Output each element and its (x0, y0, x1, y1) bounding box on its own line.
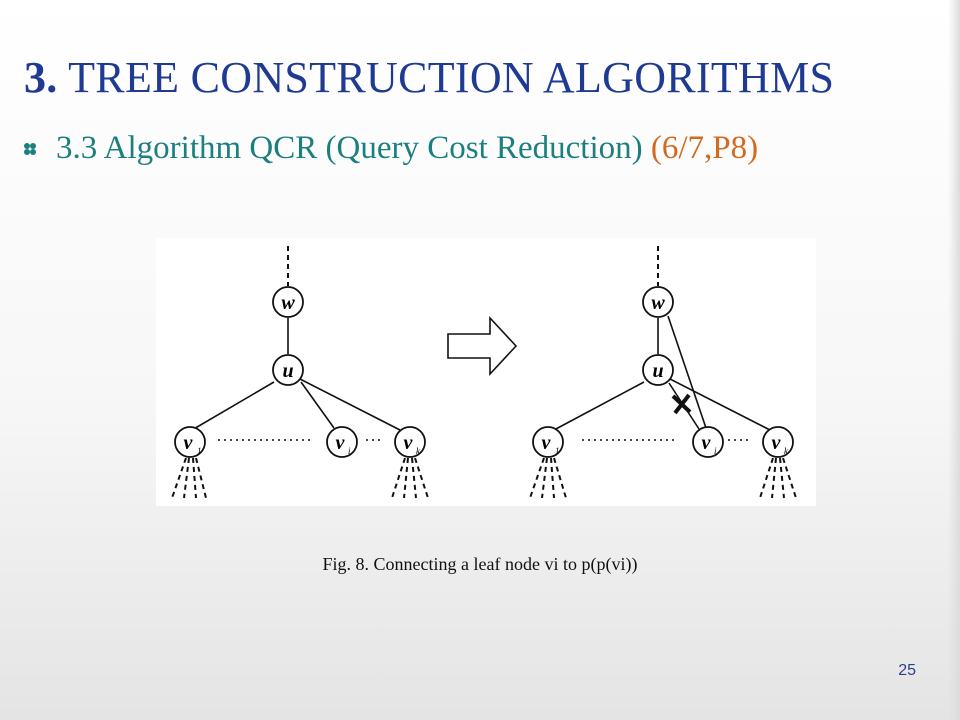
node-w-after: w (642, 286, 674, 318)
subtitle: 3.3 Algorithm QCR (Query Cost Reduction)… (56, 130, 758, 167)
page-number: 25 (898, 662, 916, 679)
node-vk-label-after: v (772, 432, 782, 454)
node-vi-subscript-after: i (714, 446, 717, 456)
node-u-label-after: u (652, 360, 663, 382)
node-v1-subscript-after: 1 (555, 446, 560, 456)
node-vk-subscript: k (416, 446, 421, 456)
node-u-label: u (282, 360, 293, 382)
node-v1-before: v 1 (174, 426, 206, 458)
node-u-after: u (642, 354, 674, 386)
subtitle-reference: (6/7,P8) (650, 130, 759, 166)
node-vi-subscript: i (348, 446, 351, 456)
title-number: 3. (24, 53, 58, 102)
node-v1-after: v 1 (532, 426, 564, 458)
node-w-label: w (281, 292, 295, 314)
tree-diagram-figure: .edge { stroke: #111; stroke-width: 1.6;… (156, 238, 816, 506)
bullet-point: 3.3 Algorithm QCR (Query Cost Reduction)… (22, 130, 758, 167)
node-w-before: w (272, 286, 304, 318)
tree-after: w u v 1 v i v k (529, 246, 797, 499)
node-vk-before: v k (394, 426, 426, 458)
node-vk-subscript-after: k (784, 446, 789, 456)
vk-subtree-edges-after (759, 457, 797, 499)
node-v1-label: v (184, 432, 194, 454)
title-text: TREE CONSTRUCTION ALGORITHMS (68, 53, 835, 102)
right-arrow-icon (447, 315, 518, 377)
slide-title: 3. TREE CONSTRUCTION ALGORITHMS (24, 52, 834, 103)
node-vk-after: v k (762, 426, 794, 458)
slide-edge-shadow (948, 0, 960, 720)
node-vi-label: v (336, 432, 346, 454)
cross-mark-icon (671, 393, 692, 415)
node-u-before: u (272, 354, 304, 386)
node-vi-after: v i (692, 426, 724, 458)
subtitle-main: 3.3 Algorithm QCR (Query Cost Reduction) (56, 130, 651, 166)
v1-subtree-edges (171, 457, 207, 499)
node-vi-before: v i (326, 426, 358, 458)
v1-subtree-edges-after (529, 457, 567, 499)
tree-before: w u v 1 v i v k (171, 246, 429, 499)
node-vk-label: v (404, 432, 414, 454)
tree-diagram: .edge { stroke: #111; stroke-width: 1.6;… (171, 246, 797, 499)
diamond-bullet-icon (24, 142, 36, 155)
node-w-label-after: w (651, 292, 665, 314)
node-vi-label-after: v (702, 432, 712, 454)
vk-subtree-edges (391, 457, 429, 499)
figure-caption: Fig. 8. Connecting a leaf node vi to p(p… (322, 554, 638, 574)
node-v1-subscript: 1 (197, 446, 202, 456)
node-v1-label-after: v (542, 432, 552, 454)
